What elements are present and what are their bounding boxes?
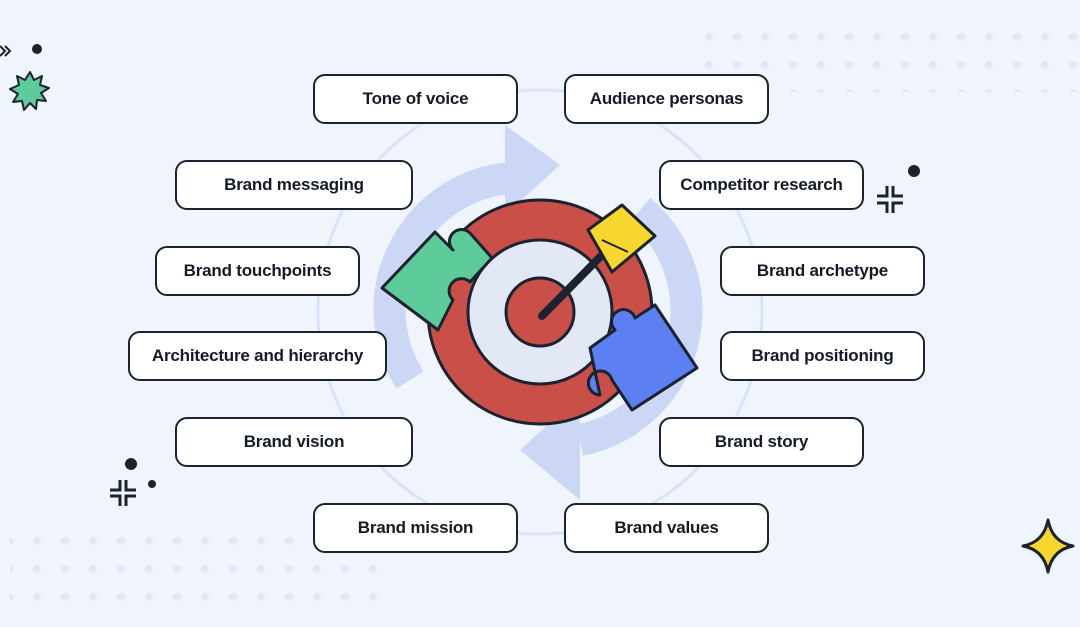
label-brand-messaging: Brand messaging <box>175 160 413 210</box>
label-brand-values: Brand values <box>564 503 769 553</box>
sparkle-star-icon <box>1021 518 1075 574</box>
dot-icon <box>125 458 137 470</box>
corner-cross-icon <box>877 186 903 213</box>
dot-icon <box>32 44 42 54</box>
label-architecture-and-hierarchy: Architecture and hierarchy <box>128 331 387 381</box>
label-brand-archetype: Brand archetype <box>720 246 925 296</box>
outer-ring <box>316 88 764 536</box>
puzzle-piece-green-icon <box>380 228 494 332</box>
label-brand-vision: Brand vision <box>175 417 413 467</box>
label-tone-of-voice: Tone of voice <box>313 74 518 124</box>
label-brand-mission: Brand mission <box>313 503 518 553</box>
label-brand-touchpoints: Brand touchpoints <box>155 246 360 296</box>
dart-icon <box>538 203 657 320</box>
starburst-icon <box>9 71 50 111</box>
label-competitor-research: Competitor research <box>659 160 864 210</box>
label-brand-positioning: Brand positioning <box>720 331 925 381</box>
corner-cross-icon <box>110 480 136 506</box>
chevrons-icon <box>0 45 12 57</box>
dot-icon <box>148 480 156 488</box>
label-brand-story: Brand story <box>659 417 864 467</box>
puzzle-piece-blue-icon <box>586 303 699 412</box>
dot-icon <box>908 165 920 177</box>
label-audience-personas: Audience personas <box>564 74 769 124</box>
